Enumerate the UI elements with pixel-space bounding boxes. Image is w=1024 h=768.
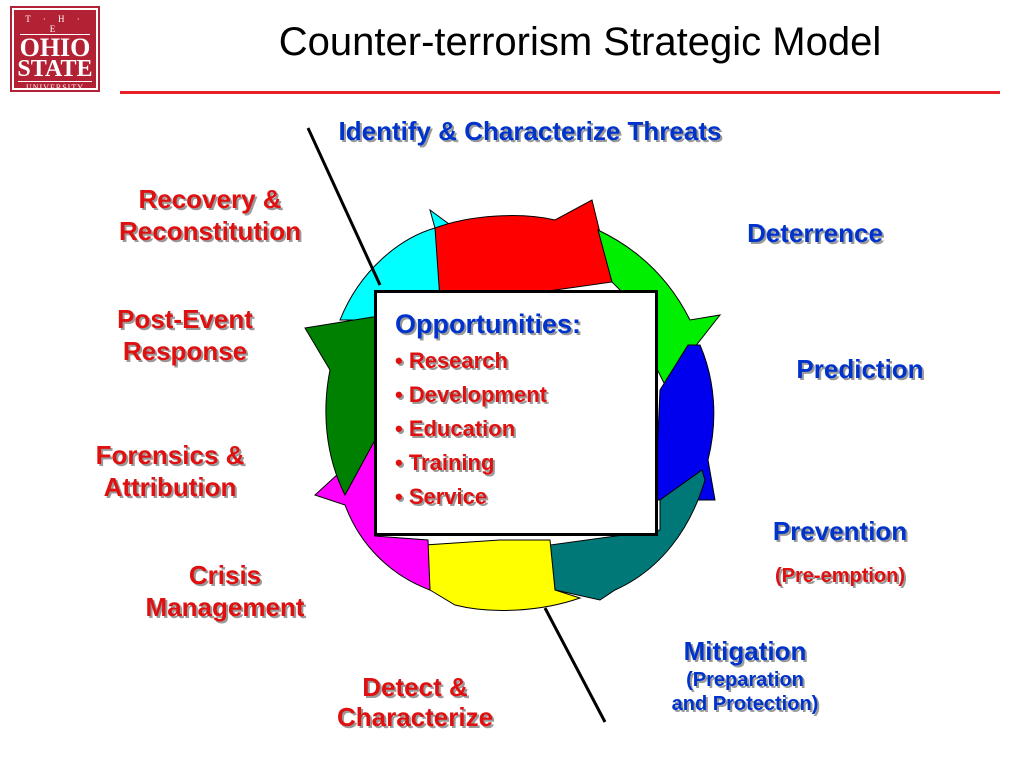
label-recovery-2: Reconstitution (119, 216, 301, 246)
title-underline (120, 91, 1000, 94)
opportunities-box: Opportunities: • Research • Development … (374, 290, 658, 536)
opportunity-item: • Service (395, 484, 488, 509)
logo-ohio: OHIO (19, 33, 91, 62)
arrow-segment-dark-green (304, 314, 386, 497)
opportunity-item: • Development (395, 382, 547, 407)
label-mitigation-sub1: (Preparation (686, 669, 804, 691)
opportunity-item: • Training (395, 450, 495, 475)
phase-divider-line-top (306, 127, 382, 286)
opportunity-item: • Research (395, 348, 508, 373)
phase-divider-line-bottom (543, 607, 607, 723)
label-preemption: (Pre-emption) (775, 565, 905, 587)
label-detect-1: Detect & (362, 672, 468, 702)
opportunity-item: • Education (395, 416, 516, 441)
label-crisis-1: Crisis (188, 560, 262, 590)
slide-title: Counter-terrorism Strategic Model (278, 20, 882, 64)
arrow-segment-yellow (424, 539, 582, 611)
label-prediction: Prediction (796, 354, 924, 384)
logo-university: UNIVERSITY (18, 81, 92, 92)
logo-state: STATE (17, 56, 93, 82)
label-identify: Identify & Characterize Threats (338, 116, 722, 146)
label-deterrence: Deterrence (747, 218, 883, 248)
label-post-event-2: Response (122, 336, 248, 366)
label-recovery-1: Recovery & (138, 184, 282, 214)
ohio-state-logo: T · H · E OHIO STATE UNIVERSITY (10, 6, 100, 92)
arrow-segment-red (434, 199, 613, 301)
label-prevention: Prevention (772, 516, 908, 546)
label-mitigation: Mitigation (683, 636, 807, 666)
label-forensics-2: Attribution (103, 472, 237, 502)
label-crisis-2: Management (145, 592, 305, 622)
label-mitigation-sub2: and Protection) (671, 693, 819, 715)
logo-the: T · H · E (20, 10, 90, 35)
label-post-event-1: Post-Event (117, 304, 253, 334)
label-detect-2: Characterize (336, 702, 494, 732)
label-forensics-1: Forensics & (95, 440, 245, 470)
opportunities-title: Opportunities: (395, 309, 581, 339)
